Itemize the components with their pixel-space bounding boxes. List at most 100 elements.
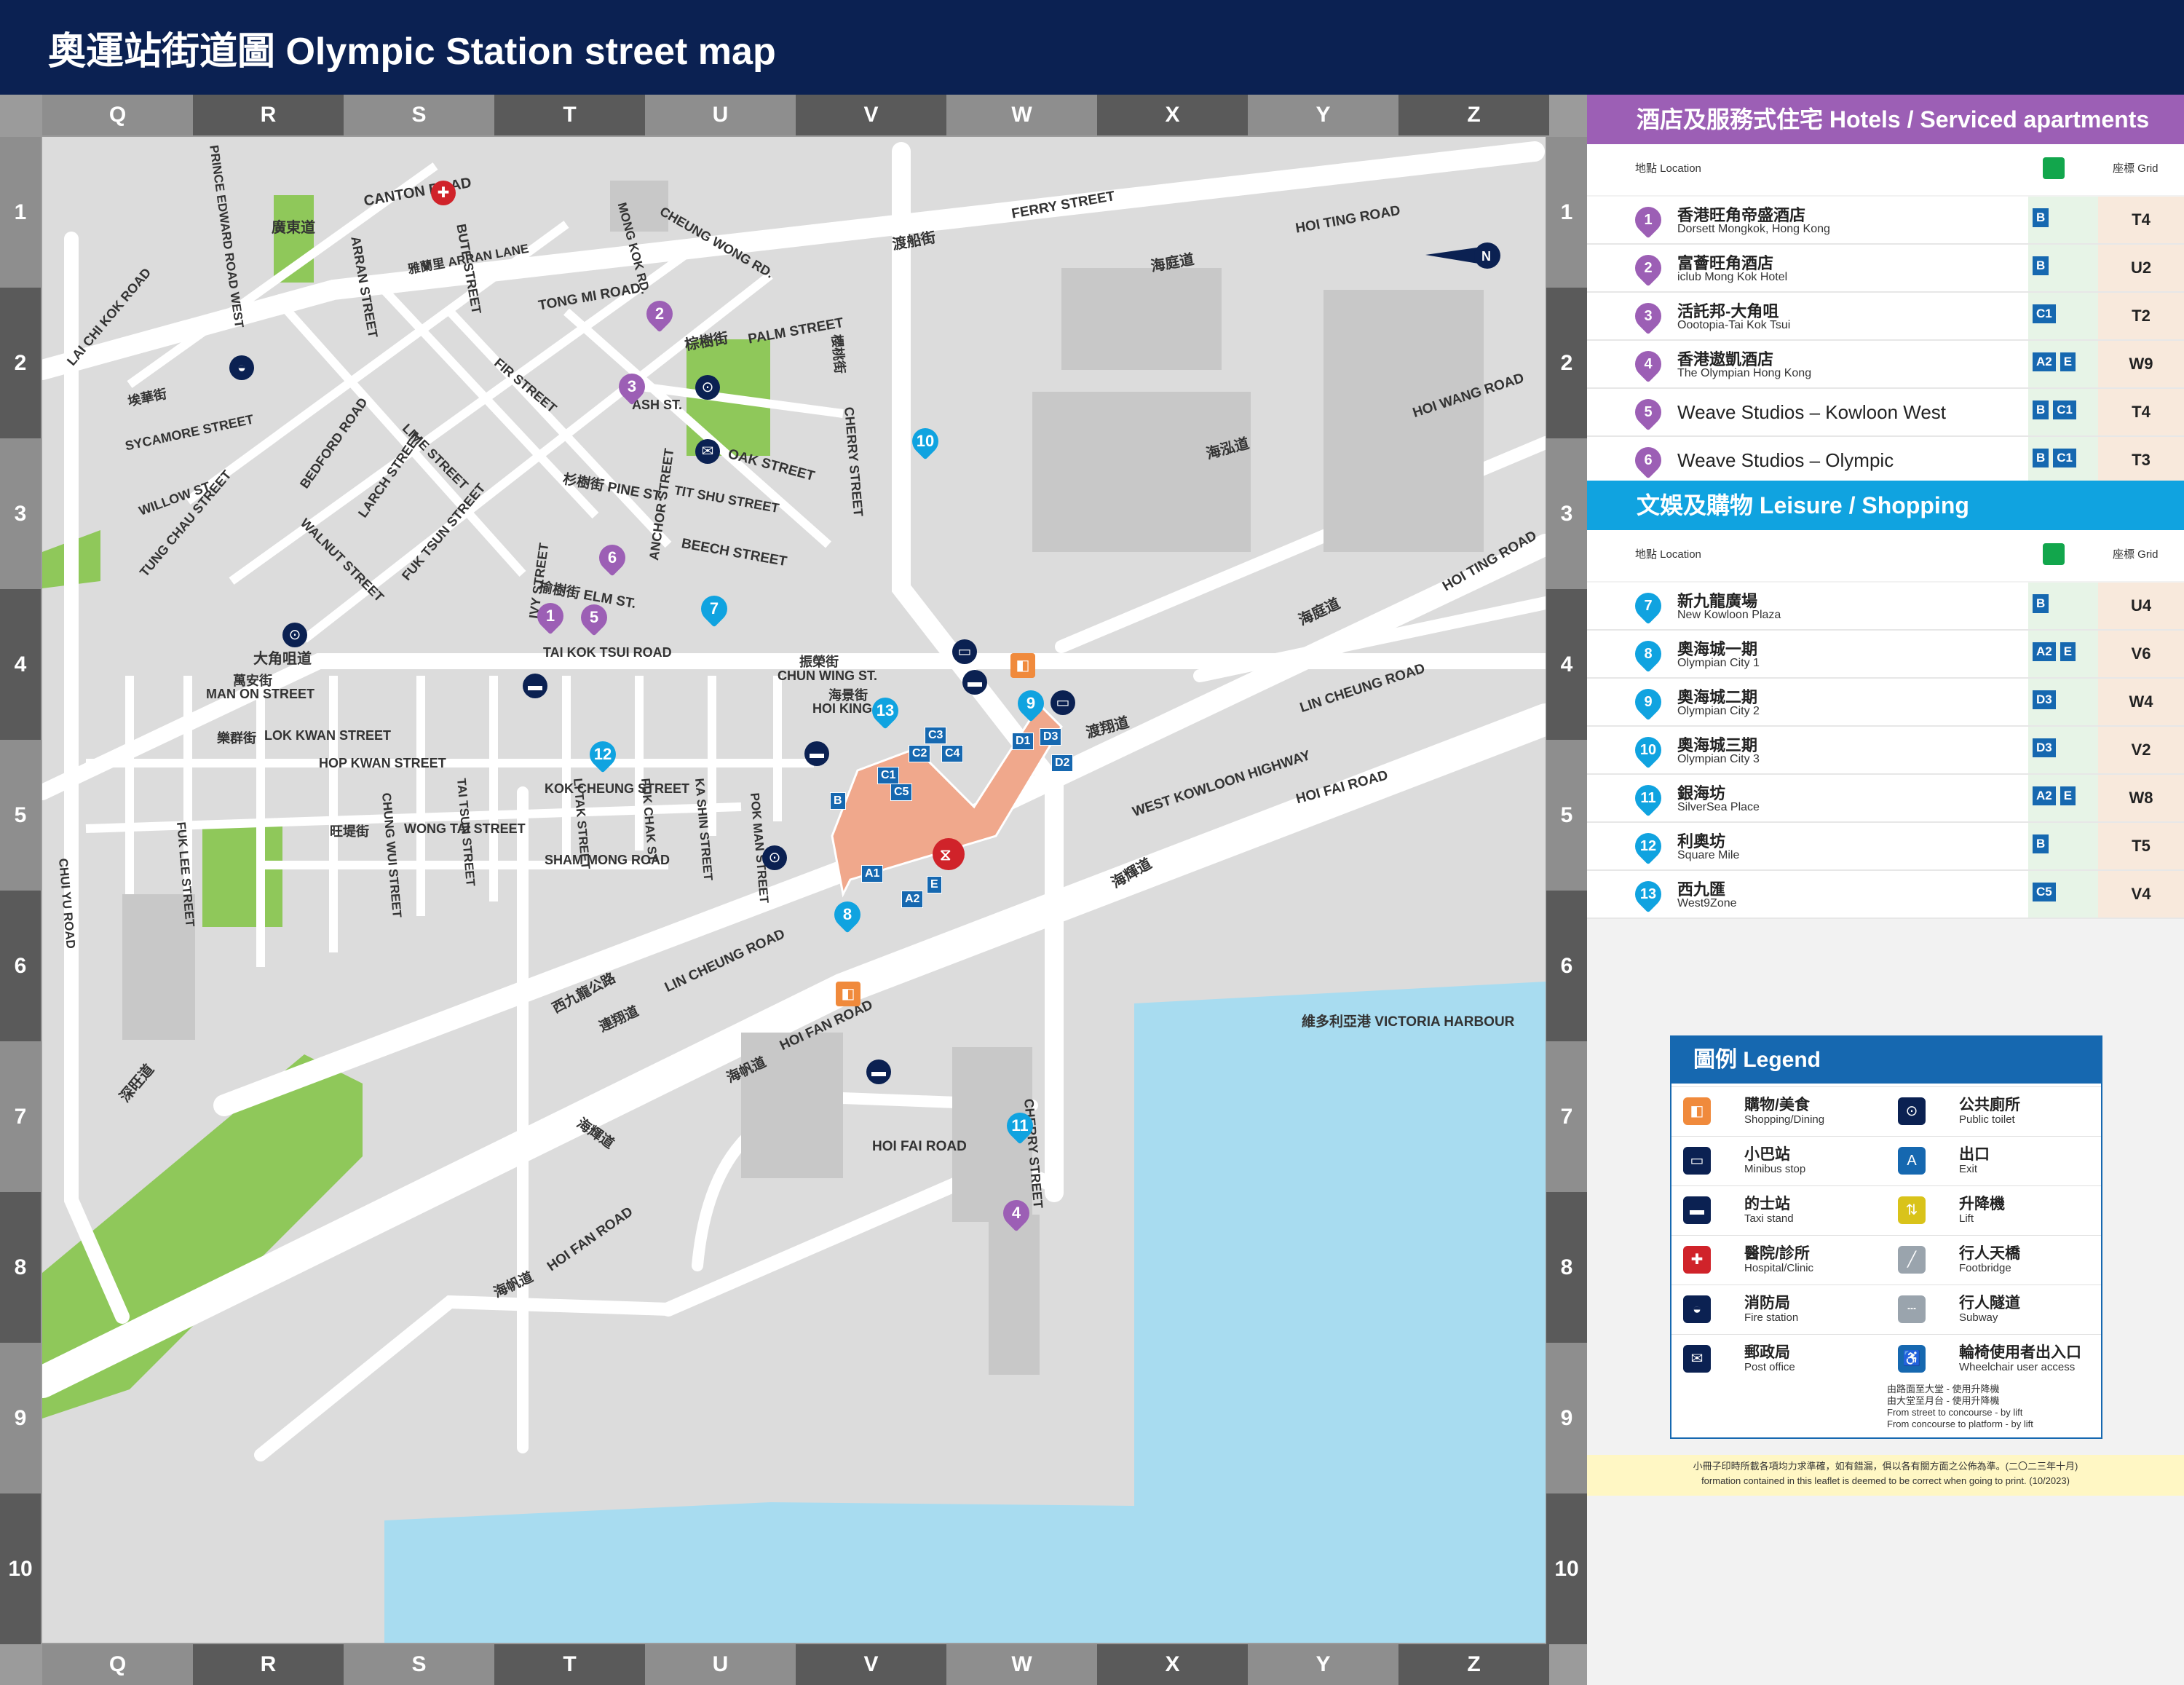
svg-text:N: N bbox=[1481, 249, 1491, 264]
place-name-zh: 活託邦-大角咀 bbox=[1677, 302, 1779, 320]
place-marker[interactable]: 6 bbox=[593, 539, 631, 577]
legend-label-zh: 出口 bbox=[1959, 1146, 1990, 1163]
post-office-icon[interactable]: ✉ bbox=[695, 439, 720, 464]
place-marker[interactable]: 3 bbox=[613, 368, 651, 406]
place-marker[interactable]: 1 bbox=[531, 597, 569, 635]
taxi-icon[interactable]: ▬ bbox=[962, 670, 987, 695]
grid-row-label: 6 bbox=[0, 891, 41, 1041]
legend-label-zh: 小巴站 bbox=[1744, 1146, 1790, 1163]
place-marker[interactable]: 8 bbox=[828, 896, 866, 934]
place-marker-number: 13 bbox=[876, 701, 895, 719]
legend-label-en: Hospital/Clinic bbox=[1744, 1262, 1814, 1274]
exit-badge[interactable]: B bbox=[830, 792, 846, 810]
exit-badge[interactable]: A1 bbox=[861, 865, 884, 883]
place-name-en: Olympian City 1 bbox=[1677, 657, 1760, 669]
toilet-icon[interactable]: ⊙ bbox=[695, 375, 720, 400]
place-marker[interactable]: 7 bbox=[695, 590, 733, 628]
grid-reference: W9 bbox=[2098, 341, 2184, 387]
grid-column-label: V bbox=[796, 1644, 946, 1685]
exit-badge[interactable]: C3 bbox=[925, 727, 947, 744]
place-name-zh: 新九龍廣場 bbox=[1677, 592, 1758, 610]
taxi-icon[interactable]: ▬ bbox=[804, 741, 829, 766]
map-canvas[interactable]: ⧖ N bbox=[42, 137, 1546, 1643]
place-name-en: Olympian City 3 bbox=[1677, 753, 1760, 765]
fire-station-icon[interactable]: ◒ bbox=[229, 355, 254, 380]
exit-badge: B bbox=[2033, 256, 2049, 275]
exit-badge[interactable]: C5 bbox=[890, 784, 913, 801]
toilet-icon[interactable]: ⊙ bbox=[762, 845, 787, 870]
street-label: ASH ST. bbox=[632, 398, 683, 412]
place-marker[interactable]: 4 bbox=[997, 1194, 1035, 1232]
legend-label-zh: 行人天橋 bbox=[1959, 1245, 2020, 1262]
place-marker-number: 10 bbox=[916, 432, 935, 450]
grid-row-label: 4 bbox=[0, 589, 41, 740]
exit-badge[interactable]: D1 bbox=[1012, 733, 1034, 750]
toilet-icon: ⊙ bbox=[1898, 1097, 1926, 1125]
minibus-icon[interactable]: ▭ bbox=[952, 639, 977, 664]
shopping-icon[interactable]: ◧ bbox=[836, 982, 860, 1006]
page-title: 奧運站街道圖 Olympic Station street map bbox=[48, 31, 776, 73]
mtr-logo bbox=[933, 838, 965, 870]
toilet-icon[interactable]: ⊙ bbox=[282, 623, 307, 647]
street-label: LOK KWAN STREET bbox=[264, 728, 391, 743]
place-number: 1 bbox=[1644, 212, 1653, 228]
hospital-icon[interactable]: ✚ bbox=[431, 181, 456, 205]
place-marker[interactable]: 2 bbox=[641, 295, 678, 333]
place-number-pin: 5 bbox=[1629, 393, 1667, 431]
place-marker[interactable]: 11 bbox=[1001, 1107, 1039, 1145]
place-number: 8 bbox=[1644, 646, 1653, 662]
exit-badge[interactable]: C4 bbox=[941, 745, 964, 762]
exit-badge[interactable]: C1 bbox=[877, 767, 900, 784]
place-name-zh: 奧海城三期 bbox=[1677, 736, 1758, 754]
grid-row-label: 7 bbox=[0, 1041, 41, 1192]
legend-label-zh: 購物/美食 bbox=[1744, 1097, 1810, 1113]
exit-badge[interactable]: A2 bbox=[901, 891, 924, 908]
shopping-icon[interactable]: ◧ bbox=[1010, 653, 1035, 678]
exit-badge: C1 bbox=[2053, 400, 2077, 419]
place-marker[interactable]: 5 bbox=[575, 599, 613, 636]
minibus-icon[interactable]: ▭ bbox=[1051, 690, 1075, 715]
legend-title: 圖例 Legend bbox=[1671, 1037, 2101, 1084]
exit-badge[interactable]: E bbox=[927, 876, 942, 893]
place-marker[interactable]: 12 bbox=[584, 735, 622, 773]
leisure-column-header: 地點 Location 座標 Grid bbox=[1587, 530, 2184, 581]
leisure-header: 文娛及購物 Leisure / Shopping bbox=[1587, 481, 2184, 530]
legend-label-zh: 公共廁所 bbox=[1959, 1097, 2020, 1113]
taxi-icon[interactable]: ▬ bbox=[523, 674, 547, 698]
taxi-icon[interactable]: ▬ bbox=[866, 1059, 891, 1084]
legend-label-en: Footbridge bbox=[1959, 1262, 2011, 1274]
exit-badge[interactable]: D3 bbox=[1040, 728, 1062, 746]
street-label: TAI KOK TSUI ROAD bbox=[543, 645, 672, 660]
place-name-en: Weave Studios – Olympic bbox=[1677, 449, 1894, 471]
place-marker[interactable]: 9 bbox=[1012, 684, 1050, 722]
place-marker[interactable]: 13 bbox=[866, 692, 904, 730]
place-marker[interactable]: 10 bbox=[906, 422, 944, 460]
exit-badge[interactable]: C2 bbox=[909, 745, 931, 762]
exit-badge: B bbox=[2033, 449, 2049, 467]
legend-label-zh: 郵政局 bbox=[1744, 1344, 1790, 1361]
exit-badge[interactable]: D2 bbox=[1051, 754, 1074, 772]
street-label: 旺堤街 bbox=[330, 824, 369, 839]
grid-column-label: S bbox=[344, 1644, 494, 1685]
place-number: 4 bbox=[1644, 356, 1653, 372]
street-label: WONG TAI STREET bbox=[404, 821, 526, 836]
place-name-en: Olympian City 2 bbox=[1677, 705, 1760, 717]
